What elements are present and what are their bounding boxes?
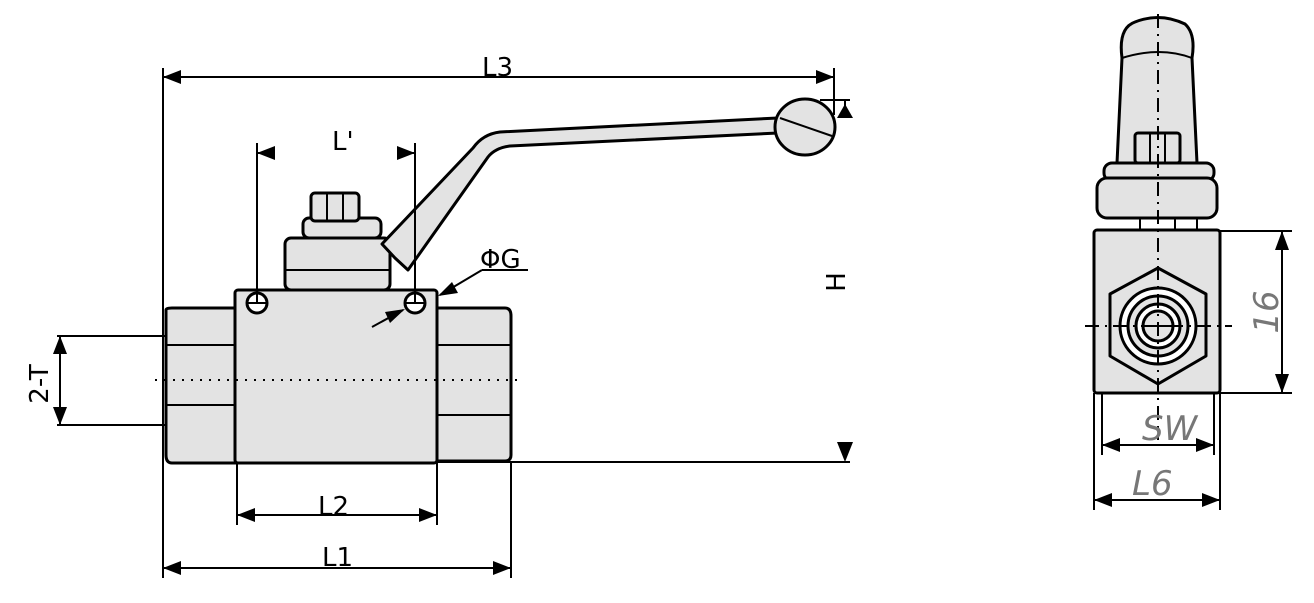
stem-nut [309, 191, 361, 223]
handle-knob [773, 97, 837, 157]
dim-16 [1220, 230, 1292, 394]
dim-h [437, 99, 853, 463]
dim-l1 [162, 461, 512, 578]
stem-housing [283, 236, 392, 292]
label-sw: SW [1142, 409, 1199, 449]
dim-l3 [162, 68, 835, 468]
dim-2-t [53, 335, 166, 426]
handle-lever [380, 116, 780, 272]
label-phi-g: ΦG [480, 245, 521, 275]
label-l6: L6 [1132, 464, 1173, 504]
label-16: 16 [1247, 290, 1287, 333]
dim-sw [1101, 393, 1215, 455]
label-l2: L2 [318, 492, 349, 522]
dim-l2 [236, 463, 438, 525]
front-view: L3 L' ΦG H [25, 53, 853, 578]
dim-l-prime [256, 143, 416, 303]
valve-body [233, 288, 439, 465]
label-l3: L3 [482, 53, 513, 83]
left-port [164, 306, 239, 465]
label-l1: L1 [322, 543, 353, 573]
dim-l6 [1093, 393, 1221, 510]
right-port [435, 306, 513, 463]
label-l-prime: L' [332, 127, 354, 157]
side-view: 16 SW L6 [1085, 14, 1292, 510]
label-h: H [822, 272, 852, 292]
label-2-t: 2-T [25, 364, 55, 404]
leader-phi-g [371, 269, 528, 328]
